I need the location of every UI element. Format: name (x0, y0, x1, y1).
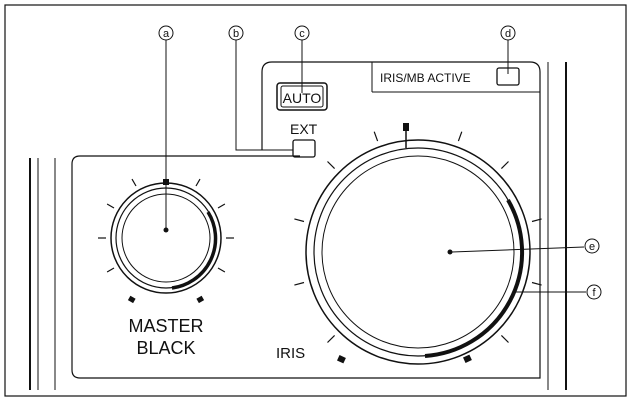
callout-b-circle (228, 25, 244, 41)
iris-max-marker (463, 354, 472, 363)
master-black-tick-0 (106, 267, 115, 273)
master-black-bezel-shadow (171, 211, 218, 290)
master-black-scale (98, 178, 234, 273)
iris-label: IRIS (276, 345, 305, 362)
iris-center-dot (447, 249, 453, 255)
outer-frame (4, 4, 627, 397)
iris-tick-7 (531, 218, 542, 223)
master-black-tick-7 (217, 267, 226, 273)
iris-tick-3 (327, 161, 336, 170)
callout-c-circle (294, 25, 310, 41)
callout-a-circle (158, 25, 174, 41)
iris-tick-2 (294, 218, 305, 223)
callout-b-leader (235, 40, 293, 151)
callout-d: d (500, 25, 516, 41)
panel-outline (71, 61, 541, 379)
master-black-tick-3 (131, 178, 137, 187)
iris-bezel-shadow (424, 198, 524, 358)
ext-indicator (292, 139, 316, 158)
master-black-label-line2: BLACK (136, 338, 195, 358)
callout-e: e (584, 238, 600, 254)
callout-a: a (158, 25, 174, 41)
callout-c-letter: c (299, 28, 305, 40)
iris-knob[interactable] (294, 123, 542, 365)
iris-tick-8 (531, 281, 542, 286)
iris-tick-6 (500, 161, 509, 170)
callout-d-letter: d (505, 28, 511, 40)
callout-a-letter: a (163, 28, 170, 40)
callout-b-letter: b (233, 28, 239, 40)
master-black-center-dot (163, 227, 169, 233)
master-black-label-line1: MASTER (128, 316, 203, 336)
callout-d-circle (500, 25, 516, 41)
iris-min-marker (337, 355, 346, 364)
iris-scale (294, 131, 542, 343)
callout-f: f (586, 284, 602, 300)
auto-button-label: AUTO (283, 90, 322, 106)
iris-tick-4 (373, 131, 379, 142)
callout-c: c (294, 25, 310, 41)
iris-top-marker (403, 123, 409, 131)
iris-mb-active-label: IRIS/MB ACTIVE (380, 71, 471, 85)
master-black-tick-4 (195, 178, 201, 187)
iris-tick-1 (294, 281, 305, 286)
iris-tick-5 (457, 131, 463, 142)
callout-e-circle (584, 238, 600, 254)
master-black-min-marker (127, 295, 136, 304)
master-black-tick-5 (217, 203, 226, 209)
iris-bezel-outer (305, 139, 531, 365)
master-black-tick-2 (106, 203, 115, 209)
callout-f-letter: f (592, 287, 596, 299)
iris-tick-9 (500, 334, 509, 343)
callout-e-leader (451, 246, 585, 253)
callout-e-letter: e (589, 241, 595, 253)
iris-tick-0 (327, 334, 336, 343)
ext-label: EXT (290, 121, 318, 137)
master-black-max-marker (196, 295, 205, 304)
callout-f-circle (586, 284, 602, 300)
callout-b: b (228, 25, 244, 41)
iris-knob-face (321, 155, 515, 349)
